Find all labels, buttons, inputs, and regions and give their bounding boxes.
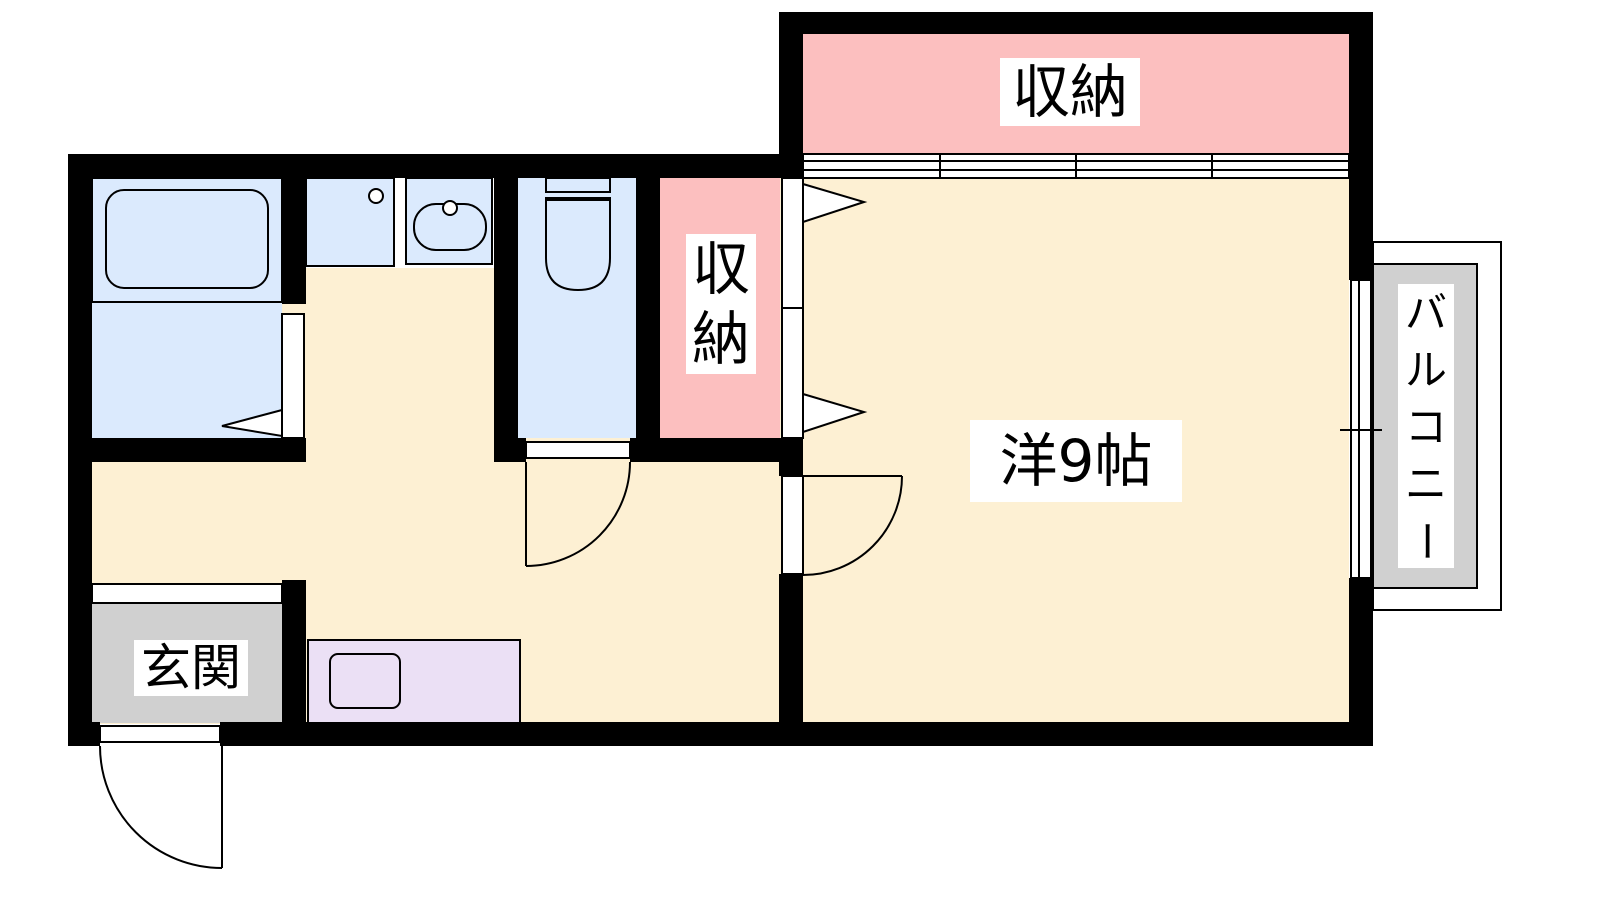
toilet-tank-icon (545, 177, 611, 193)
label-storage-top: 収納 (1000, 58, 1140, 126)
label-balcony: バ ル コ ニ ー (1398, 284, 1454, 568)
balcony-char-1: バ (1405, 289, 1447, 338)
label-entrance: 玄関 (134, 639, 248, 697)
toilet-door (525, 441, 631, 567)
faucet-icon (442, 200, 458, 216)
label-western-room: 洋9帖 (970, 420, 1182, 502)
entrance-step (91, 583, 283, 604)
label-storage-side: 収 納 (686, 234, 756, 374)
entrance-text: 玄関 (141, 639, 241, 697)
sliding-door-arrow-icon (802, 182, 868, 224)
balcony-char-4: ニ (1405, 460, 1447, 509)
storage-side-text-2: 納 (692, 305, 750, 373)
kitchen-sink-icon (329, 653, 401, 709)
toilet-bowl-icon (545, 199, 611, 292)
walls (68, 12, 1373, 746)
western-room-text: 洋9帖 (1000, 427, 1153, 495)
drain-icon (368, 188, 384, 204)
balcony-char-5: ー (1402, 520, 1451, 562)
sliding-door-arrow-icon (802, 392, 868, 434)
balcony-char-2: ル (1405, 346, 1447, 395)
front-door (99, 725, 223, 869)
sliding-door-arrow-icon (221, 408, 283, 438)
storage-side-text-1: 収 (692, 235, 750, 303)
bathroom-sliding-door (281, 313, 305, 439)
balcony-char-3: コ (1405, 403, 1447, 452)
bathtub-basin (105, 189, 269, 289)
room-door (781, 475, 903, 576)
storage-top-text: 収納 (1012, 58, 1128, 126)
